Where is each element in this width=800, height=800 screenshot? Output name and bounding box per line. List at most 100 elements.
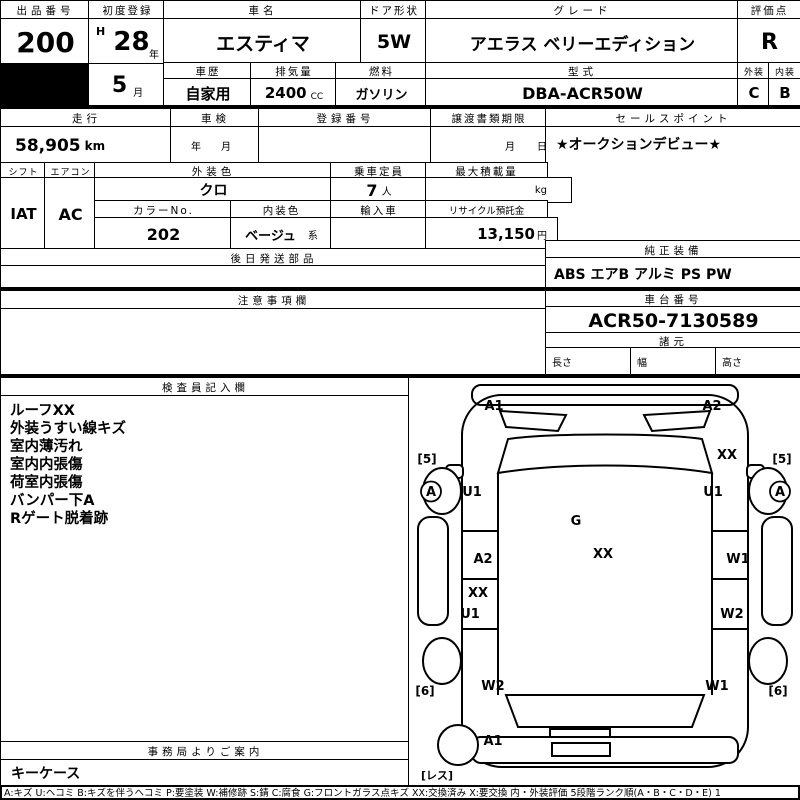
damage-mark-label: A1 [483,734,502,749]
transfer-month-unit: 月 [505,142,515,153]
inspector-note: 荷室内張傷 [10,475,83,491]
damage-mark-label: W2 [481,679,504,694]
capacity-unit: 人 [381,186,392,198]
cautions-label: 注意事項欄 [0,290,548,311]
office-info-value: キーケース [0,759,421,787]
damage-mark-label: A1 [484,399,503,414]
inspector-note: ルーフXX [10,403,75,419]
damage-mark-circle [420,480,442,503]
capacity-value: 7 人 [330,177,428,203]
rear-window [504,694,706,728]
first-registration-label: 初度登録 [88,0,167,21]
damage-mark-label: A2 [473,552,492,567]
lot-number-value: 200 [0,18,91,66]
lot-filler-block [0,63,91,108]
aircon-value: AC [44,177,97,251]
inspector-note: Rゲート脱着跡 [10,511,109,527]
recycle-deposit-unit: 円 [537,230,547,242]
damage-mark-label: A2 [702,399,721,414]
max-load-label: 最大積載量 [425,162,548,180]
car-name-value: エスティマ [163,18,363,66]
damage-mark-label: A [426,485,436,500]
sales-point-label: セールスポイント [545,108,800,129]
year-unit: 年 [149,50,159,61]
interior-color-suffix: 系 [307,230,318,242]
damage-mark-label: U1 [703,485,723,500]
grade-value: アエラス ベリーエディション [425,18,740,66]
damage-mark-label: U1 [462,485,482,500]
wheel-rear-left [422,637,462,685]
car-body [461,394,749,768]
import-car-value [330,217,428,251]
score-label: 評価点 [737,0,800,21]
damage-mark-label: A [775,485,785,500]
damage-mark-label: W1 [726,552,749,567]
damage-mark-label: U1 [460,607,480,622]
mileage-number: 58,905 [15,135,81,156]
headlight-right [642,409,712,433]
era-prefix: H [96,25,106,38]
spare-tire [437,724,479,766]
damage-mark-label: [6] [768,684,787,698]
transfer-day-unit: 日 [537,142,547,153]
license-plate [551,742,611,757]
headlight-left [498,409,568,433]
score-value: R [737,18,800,66]
inspection-year-unit: 年 [191,142,201,153]
fuel-value: ガソリン [335,78,428,108]
interior-grade-value: B [768,78,800,108]
mileage-label: 走行 [0,108,173,129]
car-name-label: 車名 [163,0,363,21]
recycle-deposit-value: 13,150 円 [425,217,558,251]
inspection-month-unit: 月 [221,142,231,153]
capacity-number: 7 [366,180,378,200]
damage-mark-label: [5] [772,452,791,466]
windshield [496,433,714,475]
interior-color-name: ベージュ [245,228,296,244]
displacement-number: 2400 [264,84,307,102]
side-panel-left [417,516,449,626]
spec-width-cell: 幅 [630,347,724,376]
damage-mark-label: XX [593,547,613,562]
rear-bumper [471,736,739,764]
door-shape-value: 5W [360,18,428,66]
damage-mark-label: [レス] [421,769,453,782]
legend-text: A:キズ U:ヘコミ B:キズを伴うヘコミ P:要塗装 W:補修跡 S:錆 C:… [4,788,721,799]
sales-point-value: ★オークションデビュー★ [545,126,800,257]
displacement-unit: CC [310,92,324,102]
mileage-unit: km [84,138,106,153]
chassis-number-value: ACR50-7130589 [545,306,800,335]
color-number-value: 202 [94,217,233,251]
first-registration-month-cell: 5 月 [88,63,167,108]
shift-value: IAT [0,177,47,251]
section-divider [0,785,800,787]
transfer-deadline-value: 月 日 [430,126,564,165]
registration-number-value [258,126,433,165]
wheel-rear-right [748,637,788,685]
interior-color-value: ベージュ 系 [230,217,333,251]
spec-height-cell: 高さ [715,347,800,376]
spec-length-cell: 長さ [545,347,639,376]
model-code-value: DBA-ACR50W [425,78,740,108]
damage-mark-label: [5] [417,452,436,466]
damage-mark-label: [6] [415,684,434,698]
damage-mark-label: XX [717,448,737,463]
displacement-value: 2400 CC [250,78,338,108]
first-registration-year-cell: H 28 年 [88,18,167,66]
damage-mark-label: G [571,514,582,529]
first-registration-month: 5 [111,73,128,98]
exterior-color-value: クロ [94,177,333,203]
genuine-equipment-value: ABS エアB アルミ PS PW [545,257,800,290]
damage-mark-label: W1 [705,679,728,694]
history-value: 自家用 [163,78,253,108]
section-divider [0,105,800,108]
mileage-value: 58,905 km [0,126,187,165]
inspector-note: 室内薄汚れ [10,439,83,455]
inspector-note: バンパー下A [10,493,95,509]
inspector-note: 室内内張傷 [10,457,83,473]
